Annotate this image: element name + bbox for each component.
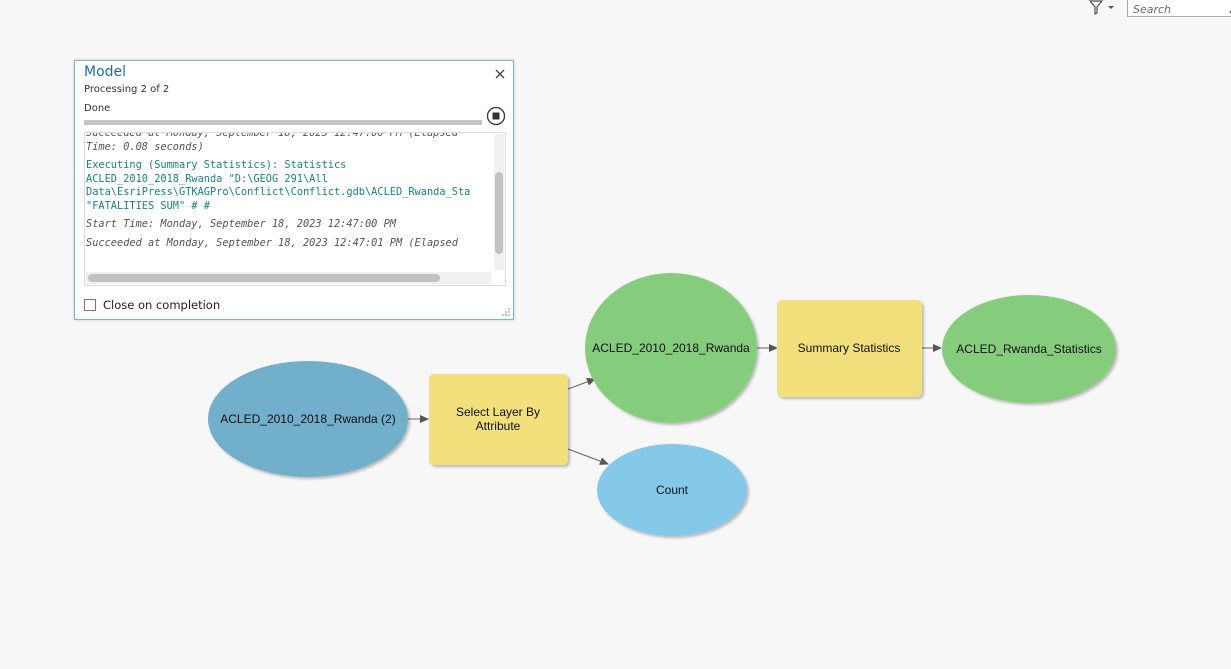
node-summary-statistics[interactable]: Summary Statistics: [777, 300, 922, 397]
log-line: Start Time: Monday, September 18, 2023 1…: [86, 218, 396, 230]
close-on-completion-label: Close on completion: [103, 298, 221, 312]
close-on-completion-option[interactable]: Close on completion: [84, 297, 220, 313]
log-line: Data\EsriPress\GTKAGPro\Conflict\Conflic…: [86, 186, 471, 198]
close-button[interactable]: [493, 66, 507, 80]
log-line: "FATALITIES SUM" # #: [86, 199, 210, 212]
node-label: Count: [656, 483, 689, 497]
log-message: Succeeded at Monday, September 18, 2023 …: [86, 132, 491, 154]
horizontal-scrollbar[interactable]: [86, 272, 491, 284]
horizontal-scroll-thumb[interactable]: [88, 274, 440, 282]
connector-select-to-output[interactable]: [567, 378, 596, 390]
node-select-layer-by-attribute[interactable]: Select Layer By Attribute: [429, 374, 568, 465]
output-ellipse: [597, 444, 747, 536]
output-ellipse: [585, 273, 757, 423]
vertical-scroll-thumb[interactable]: [495, 172, 503, 254]
stop-button[interactable]: [486, 106, 506, 126]
progress-fill: [84, 120, 482, 125]
node-label: ACLED_2010_2018_Rwanda: [592, 341, 750, 355]
message-list: Succeeded at Monday, September 18, 2023 …: [85, 132, 491, 255]
log-line: ACLED_2010_2018_Rwanda "D:\GEOG 291\All: [86, 172, 328, 185]
search-box: [1127, 0, 1231, 18]
progress-bar: [84, 120, 482, 125]
node-label: ACLED_Rwanda_Statistics: [956, 342, 1101, 356]
output-ellipse: [942, 295, 1116, 403]
log-message: Executing (Summary Statistics): Statisti…: [86, 159, 491, 213]
message-log[interactable]: Succeeded at Monday, September 18, 2023 …: [84, 132, 506, 286]
node-statistics-output[interactable]: ACLED_Rwanda_Statistics: [942, 295, 1116, 403]
node-label-line1: Select Layer By: [456, 405, 540, 419]
processing-count: Processing 2 of 2: [84, 84, 170, 95]
resize-grip-icon[interactable]: [501, 307, 511, 317]
model-progress-dialog: Model Processing 2 of 2 Done Succeeded a…: [74, 60, 514, 320]
status-text: Done: [84, 103, 111, 114]
stop-icon: [486, 106, 506, 126]
filter-icon: [1088, 0, 1114, 15]
log-message: Start Time: Monday, September 18, 2023 1…: [86, 218, 491, 232]
connector-select-to-count[interactable]: [567, 448, 609, 465]
filter-dropdown-button[interactable]: [1087, 0, 1121, 16]
node-label: ACLED_2010_2018_Rwanda (2): [220, 412, 395, 426]
log-line: Time: 0.08 seconds): [86, 140, 204, 153]
log-line: Succeeded at Monday, September 18, 2023 …: [86, 236, 458, 249]
search-input[interactable]: [1128, 1, 1229, 18]
tool-rectangle: [429, 374, 568, 465]
chevron-down-icon: [1108, 6, 1114, 9]
node-label: Summary Statistics: [798, 341, 901, 355]
node-input-data[interactable]: ACLED_2010_2018_Rwanda (2): [208, 361, 408, 477]
close-on-completion-checkbox[interactable]: [84, 299, 96, 311]
close-icon: [495, 69, 505, 79]
dialog-title: Model: [84, 64, 127, 80]
log-line: Succeeded at Monday, September 18, 2023 …: [86, 132, 458, 139]
node-output-layer[interactable]: ACLED_2010_2018_Rwanda: [585, 273, 757, 423]
node-count-output[interactable]: Count: [597, 444, 747, 536]
vertical-scrollbar[interactable]: [494, 134, 504, 270]
log-line: Executing (Summary Statistics): Statisti…: [86, 159, 347, 171]
node-label-line2: Attribute: [476, 419, 521, 433]
data-variable-ellipse: [208, 361, 408, 477]
tool-rectangle: [777, 300, 922, 397]
log-message: Succeeded at Monday, September 18, 2023 …: [86, 237, 491, 251]
